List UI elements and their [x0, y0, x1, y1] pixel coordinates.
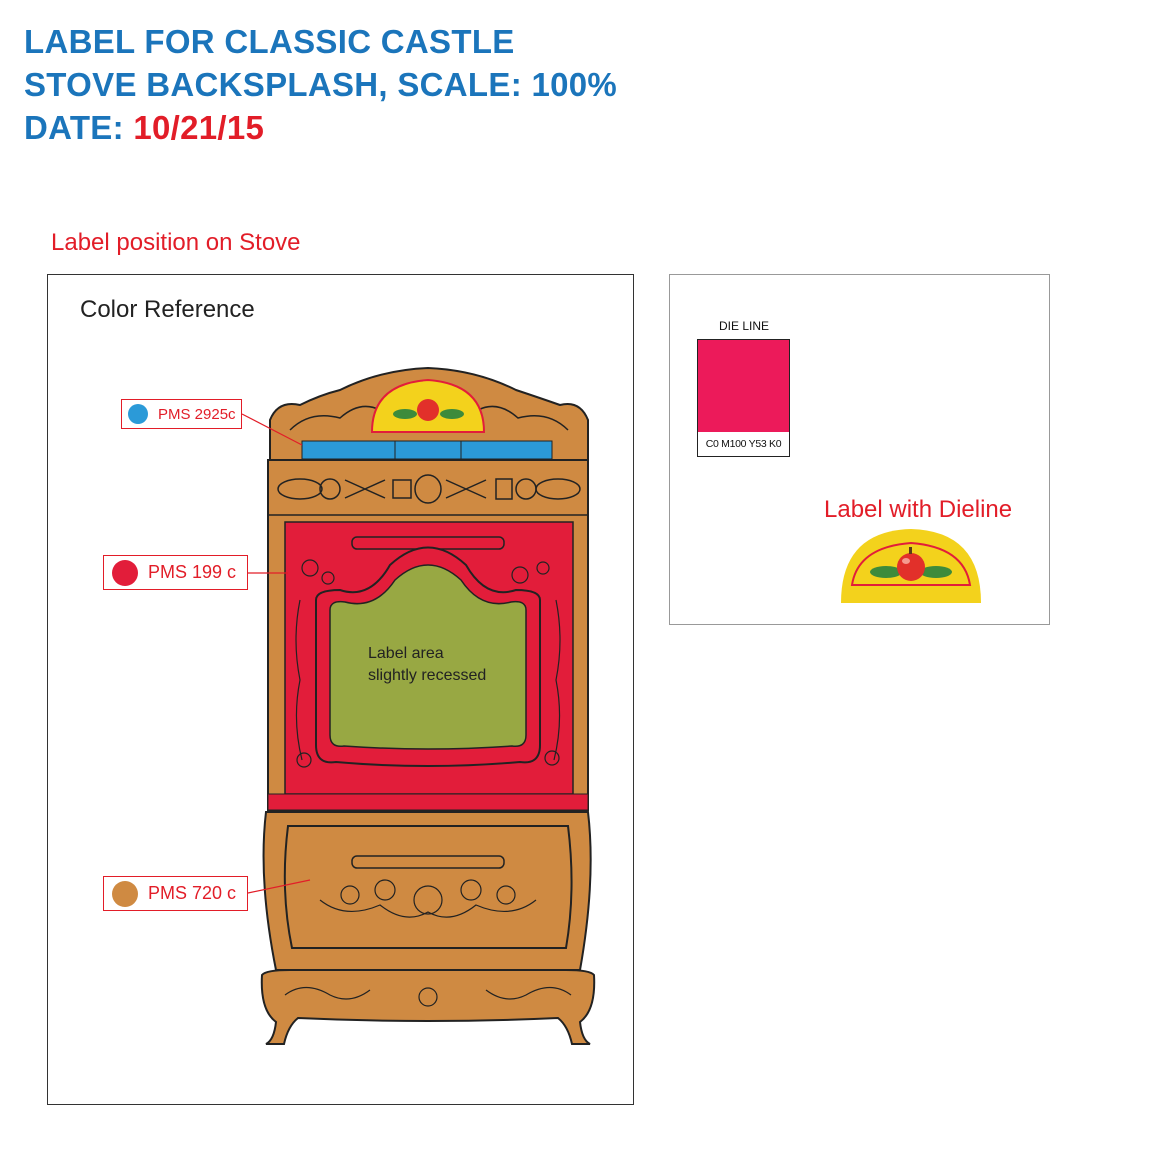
- die-line-swatch: C0 M100 Y53 K0: [697, 339, 790, 457]
- label-dieline-preview: [841, 529, 981, 603]
- stove-illustration: [260, 366, 596, 1045]
- date-value: 10/21/15: [133, 109, 265, 146]
- swatch-pms-720c: PMS 720 c: [103, 876, 248, 911]
- label-position-caption: Label position on Stove: [51, 229, 301, 256]
- label-area-line-1: Label area: [368, 645, 444, 662]
- title-line-1: LABEL FOR CLASSIC CASTLE: [24, 23, 515, 60]
- swatch-pms-199c: PMS 199 c: [103, 555, 248, 590]
- date-label: DATE:: [24, 109, 124, 146]
- document-title: LABEL FOR CLASSIC CASTLE STOVE BACKSPLAS…: [24, 20, 617, 149]
- color-reference-title: Color Reference: [80, 296, 255, 323]
- label-area-note: Label area slightly recessed: [368, 643, 486, 687]
- die-line-color-fill: [698, 340, 789, 432]
- swatch-label-blue: PMS 2925c: [158, 405, 236, 423]
- swatch-label-tan: PMS 720 c: [148, 883, 237, 903]
- label-area-line-2: slightly recessed: [368, 667, 487, 684]
- title-line-2: STOVE BACKSPLASH, SCALE: 100%: [24, 66, 618, 103]
- label-with-dieline-caption: Label with Dieline: [824, 496, 1013, 523]
- blue-swatch-dot: [128, 404, 148, 424]
- title-line-3: DATE: 10/21/15: [24, 106, 617, 149]
- swatch-label-red: PMS 199 c: [148, 562, 237, 582]
- die-line-code: C0 M100 Y53 K0: [705, 438, 782, 450]
- red-swatch-dot: [112, 559, 138, 586]
- tan-swatch-dot: [112, 880, 138, 907]
- swatch-pms-2925c: PMS 2925c: [121, 399, 242, 429]
- die-line-title: DIE LINE: [718, 319, 769, 333]
